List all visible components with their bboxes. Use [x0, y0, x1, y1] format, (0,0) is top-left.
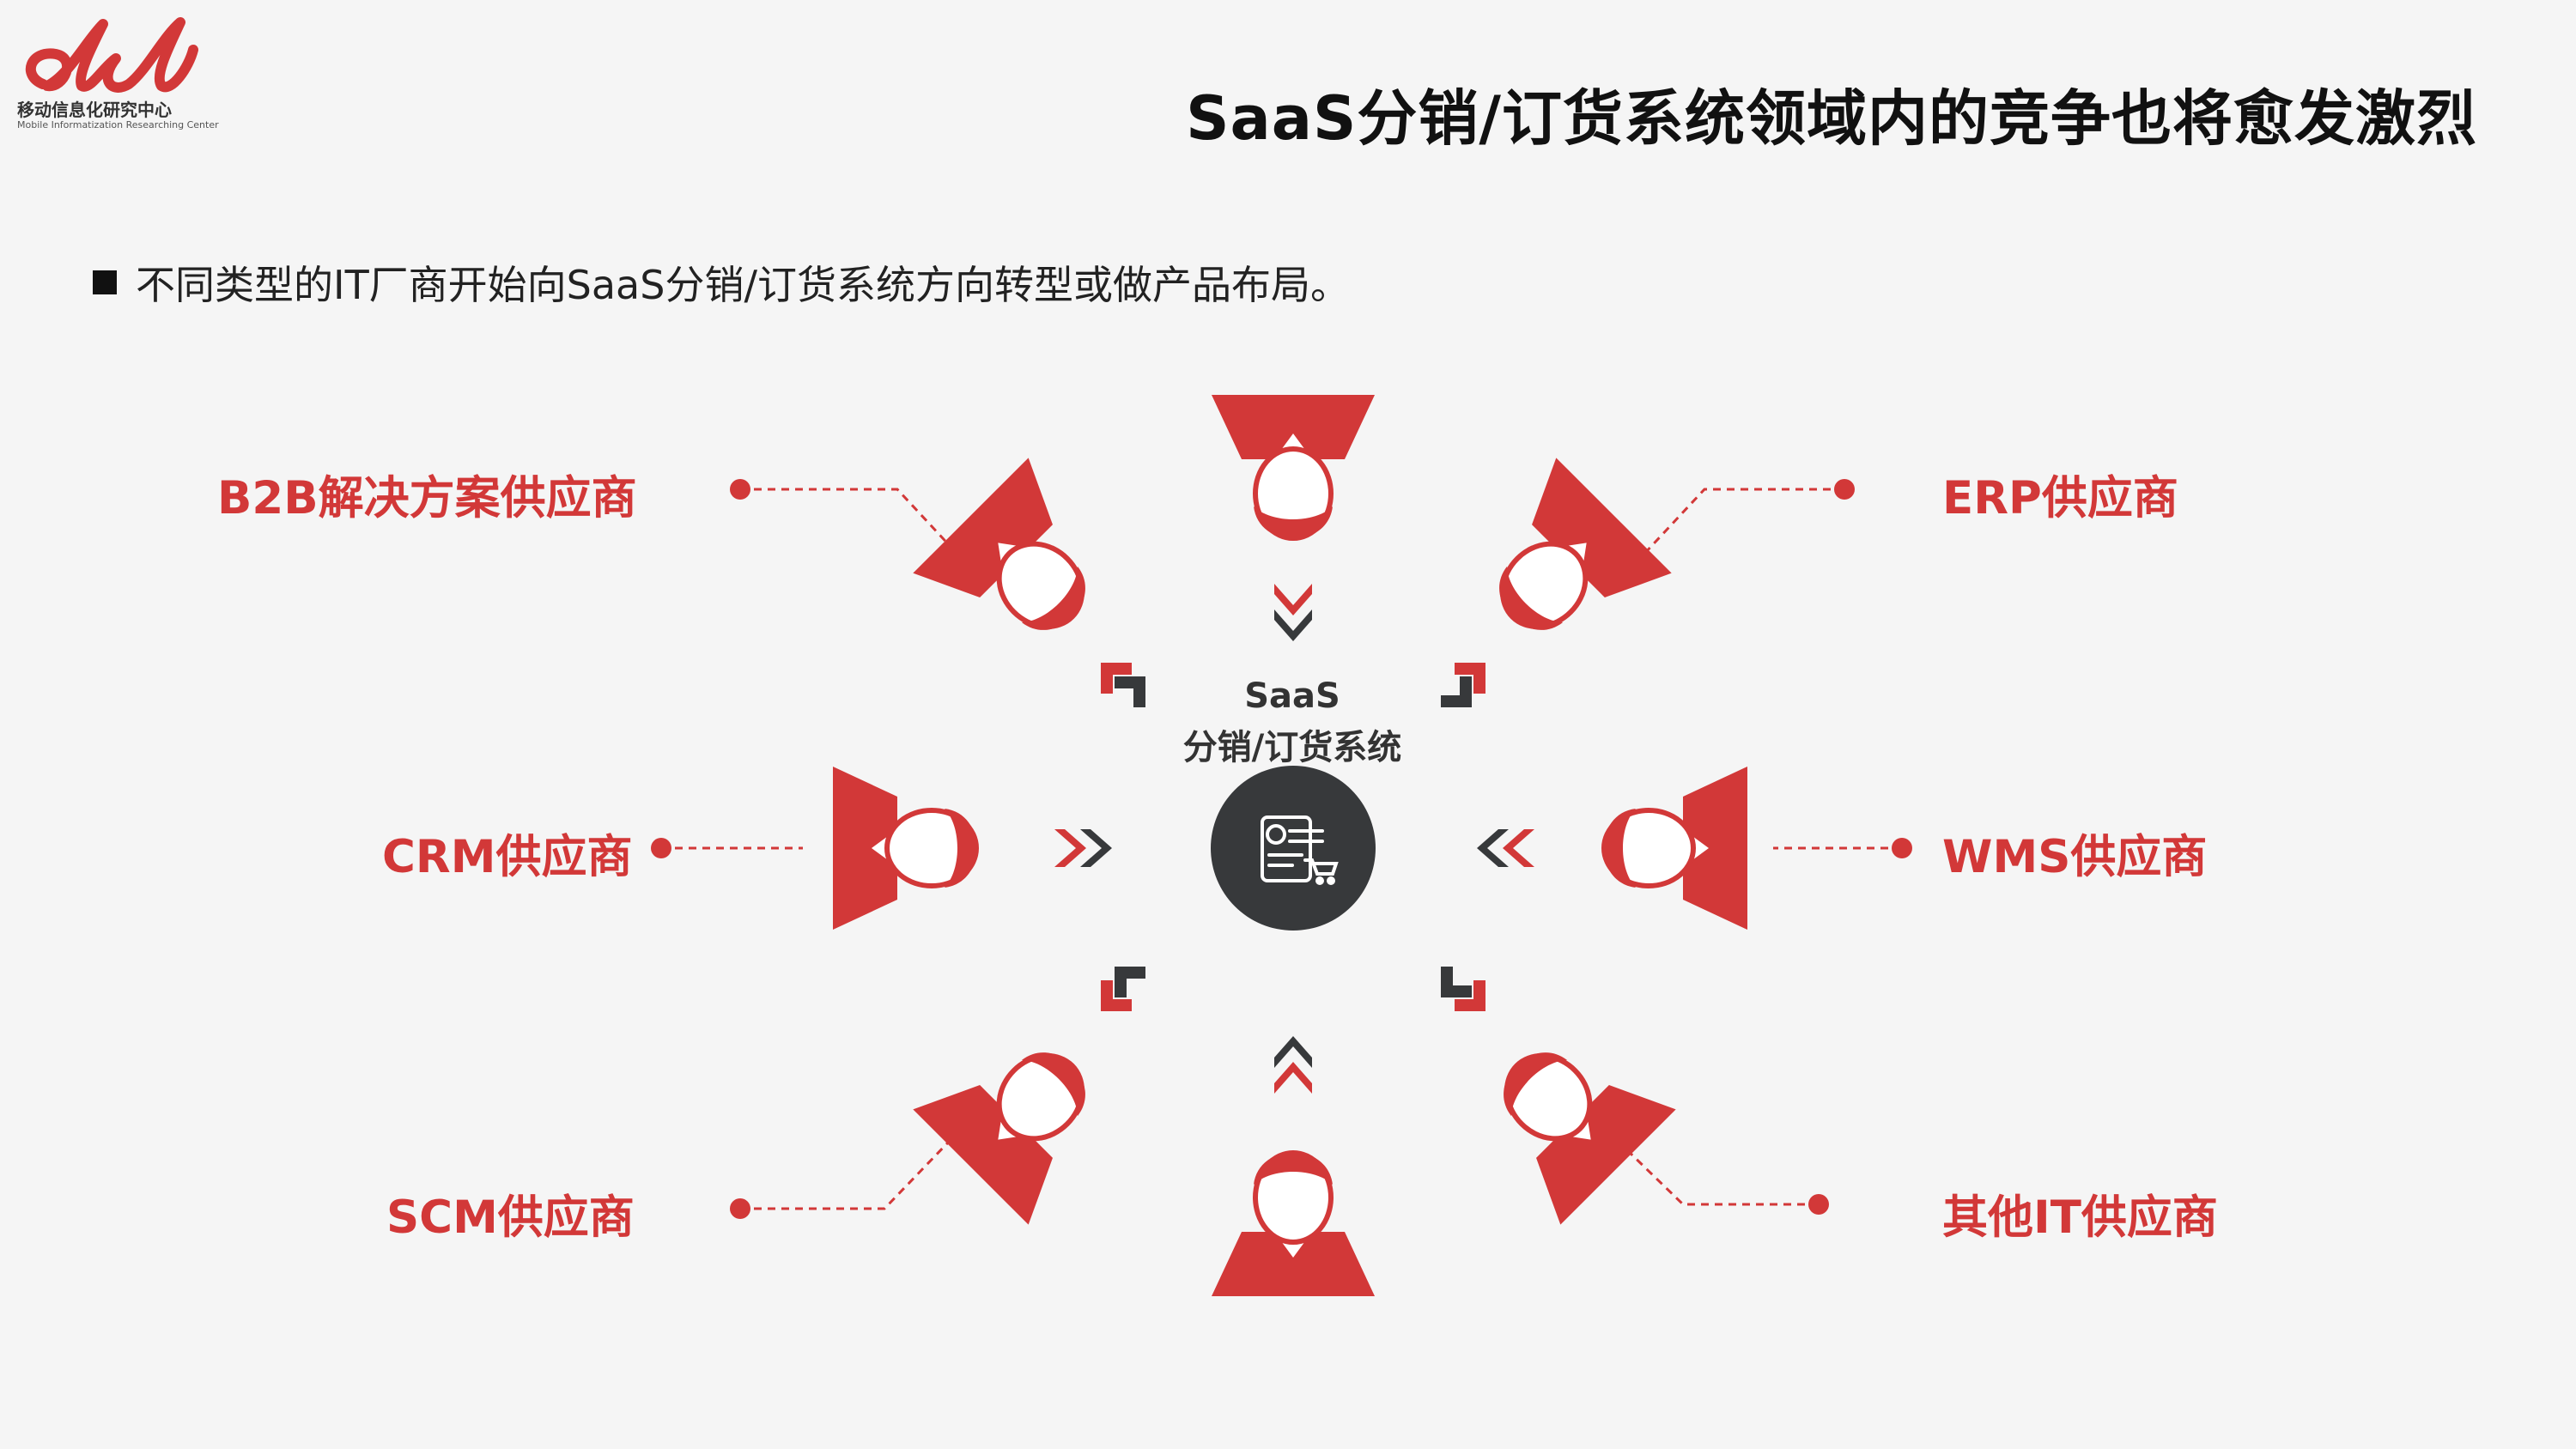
connector-scm	[740, 1140, 951, 1210]
person-other-icon	[1459, 1008, 1676, 1225]
dot-erp	[1834, 479, 1855, 500]
logo-subtitle: Mobile Informatization Researching Cente…	[17, 119, 219, 130]
connector-dots	[651, 479, 1912, 1219]
chevron-right-icon	[1477, 829, 1534, 867]
dot-scm	[730, 1198, 750, 1219]
label-scm-vendor: SCM供应商	[386, 1191, 635, 1244]
logo-mark	[25, 17, 198, 93]
corner-bottom-right-icon	[1441, 967, 1485, 1011]
connector-lines	[661, 488, 1902, 1210]
bullet-text: 不同类型的IT厂商开始向SaaS分销/订货系统方向转型或做产品布局。	[136, 262, 1350, 308]
label-other-it-vendor: 其他IT供应商	[1942, 1191, 2218, 1244]
chevron-bottom-icon	[1274, 1036, 1312, 1094]
person-top-icon	[1212, 395, 1375, 539]
dot-b2b	[730, 479, 750, 500]
label-erp-vendor: ERP供应商	[1942, 472, 2178, 524]
person-scm-icon	[913, 1008, 1130, 1225]
dollar-invoice-cart-icon	[1261, 815, 1339, 885]
dot-wms	[1892, 838, 1912, 858]
chevron-left-icon	[1054, 829, 1112, 867]
corner-bottom-left-icon	[1101, 967, 1145, 1011]
bullet-square-icon	[93, 270, 117, 294]
person-wms-icon	[1604, 767, 1748, 930]
label-crm-vendor: CRM供应商	[382, 831, 633, 883]
person-crm-icon	[833, 767, 977, 930]
dot-crm	[651, 838, 671, 858]
connector-erp	[1643, 488, 1844, 555]
person-erp-icon	[1455, 458, 1672, 675]
person-b2b-icon	[913, 458, 1130, 675]
bullet-point: 不同类型的IT厂商开始向SaaS分销/订货系统方向转型或做产品布局。	[93, 254, 1350, 311]
label-wms-vendor: WMS供应商	[1942, 831, 2208, 883]
label-b2b-vendor: B2B解决方案供应商	[217, 472, 637, 524]
logo-name: 移动信息化研究中心	[17, 100, 172, 120]
dot-other	[1808, 1194, 1829, 1215]
center-hub	[1211, 766, 1376, 931]
center-label-line2: 分销/订货系统	[1182, 728, 1402, 767]
connector-other	[1621, 1144, 1819, 1206]
connector-b2b	[740, 488, 955, 551]
page-title: SaaS分销/订货系统领域内的竞争也将愈发激烈	[1186, 83, 2477, 154]
center-label-line1: SaaS	[1244, 676, 1340, 716]
chevron-top-icon	[1274, 584, 1312, 641]
person-bottom-icon	[1212, 1153, 1375, 1297]
